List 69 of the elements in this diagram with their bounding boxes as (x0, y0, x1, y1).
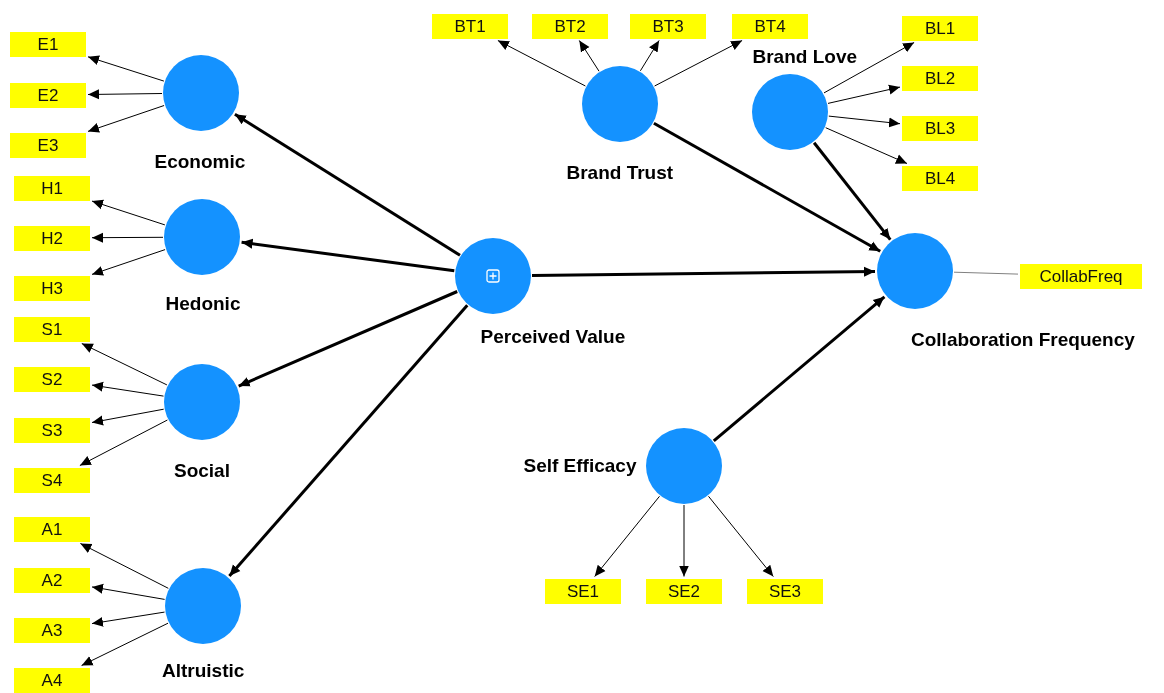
arrow (91, 232, 164, 243)
indicator-label: BL2 (902, 65, 978, 91)
arrow (653, 121, 881, 253)
indicator-label: BL1 (902, 15, 978, 41)
indicator-label: H3 (14, 275, 90, 301)
arrow (87, 89, 163, 100)
construct-label: Economic (154, 151, 246, 173)
indicator-label: H2 (14, 225, 90, 251)
arrow (497, 40, 586, 87)
arrow (91, 381, 164, 397)
indicator-label: A3 (14, 617, 90, 643)
indicator-label: E3 (10, 132, 86, 158)
indicator-label: S4 (14, 467, 90, 493)
arrow (708, 495, 774, 577)
arrow (91, 199, 166, 226)
arrow (823, 42, 915, 94)
construct-label: Brand Trust (566, 162, 674, 184)
arrow (654, 40, 743, 87)
arrow (234, 112, 461, 257)
construct-label: Collaboration Frequency (911, 329, 1135, 351)
indicator-label: S3 (14, 417, 90, 443)
construct-label: Self Efficacy (523, 455, 637, 477)
indicator-label: SE3 (747, 578, 823, 604)
arrow (532, 266, 875, 277)
indicator-label: S2 (14, 366, 90, 392)
construct-label: Hedonic (165, 293, 241, 315)
connector-line (953, 271, 1019, 275)
indicator-label: CollabFreq (1020, 263, 1142, 289)
construct-label: Perceived Value (480, 326, 626, 348)
arrow (91, 611, 165, 627)
arrow (81, 622, 169, 666)
indicator-label: BT3 (630, 13, 706, 39)
indicator-label: BT1 (432, 13, 508, 39)
indicator-label: BL4 (902, 165, 978, 191)
arrow (238, 290, 458, 388)
indicator-label: A4 (14, 667, 90, 693)
indicator-label: A2 (14, 567, 90, 593)
indicator-label: SE2 (646, 578, 722, 604)
arrow (828, 115, 901, 128)
arrow (81, 343, 168, 386)
indicator-label: BT4 (732, 13, 808, 39)
indicator-label: E2 (10, 82, 86, 108)
arrow (91, 583, 166, 600)
indicator-label: A1 (14, 516, 90, 542)
arrow (578, 40, 600, 72)
arrow (241, 238, 455, 273)
arrow (594, 495, 660, 577)
arrow (827, 84, 901, 104)
arrow (91, 408, 165, 426)
arrow (87, 105, 165, 133)
construct-label: Altruistic (162, 660, 245, 682)
arrow (87, 55, 165, 82)
indicator-label: SE1 (545, 578, 621, 604)
arrow (679, 504, 689, 577)
construct-label: Social (174, 460, 230, 482)
indicator-label: S1 (14, 316, 90, 342)
arrow (639, 40, 660, 72)
arrow (825, 127, 908, 164)
indicator-label: E1 (10, 31, 86, 57)
indicator-label: BT2 (532, 13, 608, 39)
arrow (79, 543, 169, 589)
arrow (228, 304, 469, 577)
arrow (79, 419, 168, 466)
construct-label: Brand Love (752, 46, 858, 68)
indicator-label: BL3 (902, 115, 978, 141)
arrow (91, 249, 166, 276)
arrow (812, 141, 892, 241)
indicator-label: H1 (14, 175, 90, 201)
arrow (712, 295, 886, 442)
